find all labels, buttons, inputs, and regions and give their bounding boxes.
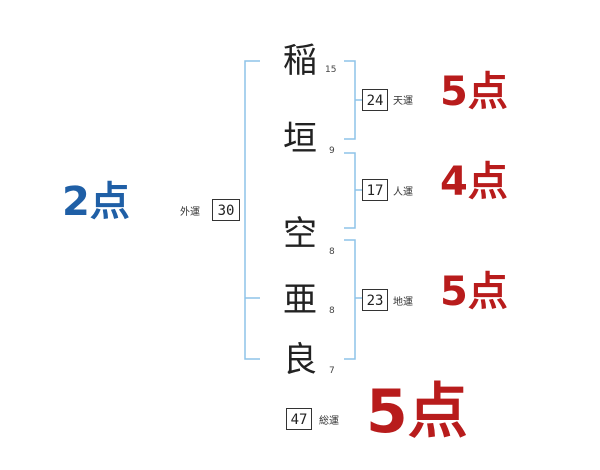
earth-fortune-bracket xyxy=(344,239,356,360)
earth-fortune-value: 23 xyxy=(362,289,388,311)
given-char-1: 空 xyxy=(283,214,317,254)
earth-fortune-label: 地運 xyxy=(393,297,413,308)
outer-fortune-value: 30 xyxy=(212,199,240,221)
person-fortune-bracket xyxy=(344,152,356,229)
heaven-fortune-label: 天運 xyxy=(393,96,413,107)
given-char-2-strokes: 8 xyxy=(329,306,335,316)
surname-char-1-strokes: 15 xyxy=(325,65,337,75)
surname-char-2: 垣 xyxy=(283,119,317,159)
surname-char-1: 稲 xyxy=(283,41,317,81)
given-char-3-strokes: 7 xyxy=(329,366,335,376)
outer-fortune-bracket xyxy=(244,60,260,360)
outer-fortune-label: 外運 xyxy=(180,207,200,218)
surname-char-2-strokes: 9 xyxy=(329,146,335,156)
person-fortune-label: 人運 xyxy=(393,187,413,198)
person-fortune-score: 4点 xyxy=(440,159,508,205)
outer-fortune-score: 2点 xyxy=(62,179,130,225)
given-char-3: 良 xyxy=(283,340,317,380)
total-fortune-label: 総運 xyxy=(319,416,339,427)
total-fortune-score: 5点 xyxy=(366,377,468,447)
heaven-fortune-value: 24 xyxy=(362,89,388,111)
heaven-fortune-bracket xyxy=(344,60,356,140)
given-char-2: 亜 xyxy=(283,280,317,320)
heaven-fortune-score: 5点 xyxy=(440,69,508,115)
earth-fortune-score: 5点 xyxy=(440,269,508,315)
total-fortune-value: 47 xyxy=(286,408,312,430)
person-fortune-value: 17 xyxy=(362,179,388,201)
given-char-1-strokes: 8 xyxy=(329,247,335,257)
